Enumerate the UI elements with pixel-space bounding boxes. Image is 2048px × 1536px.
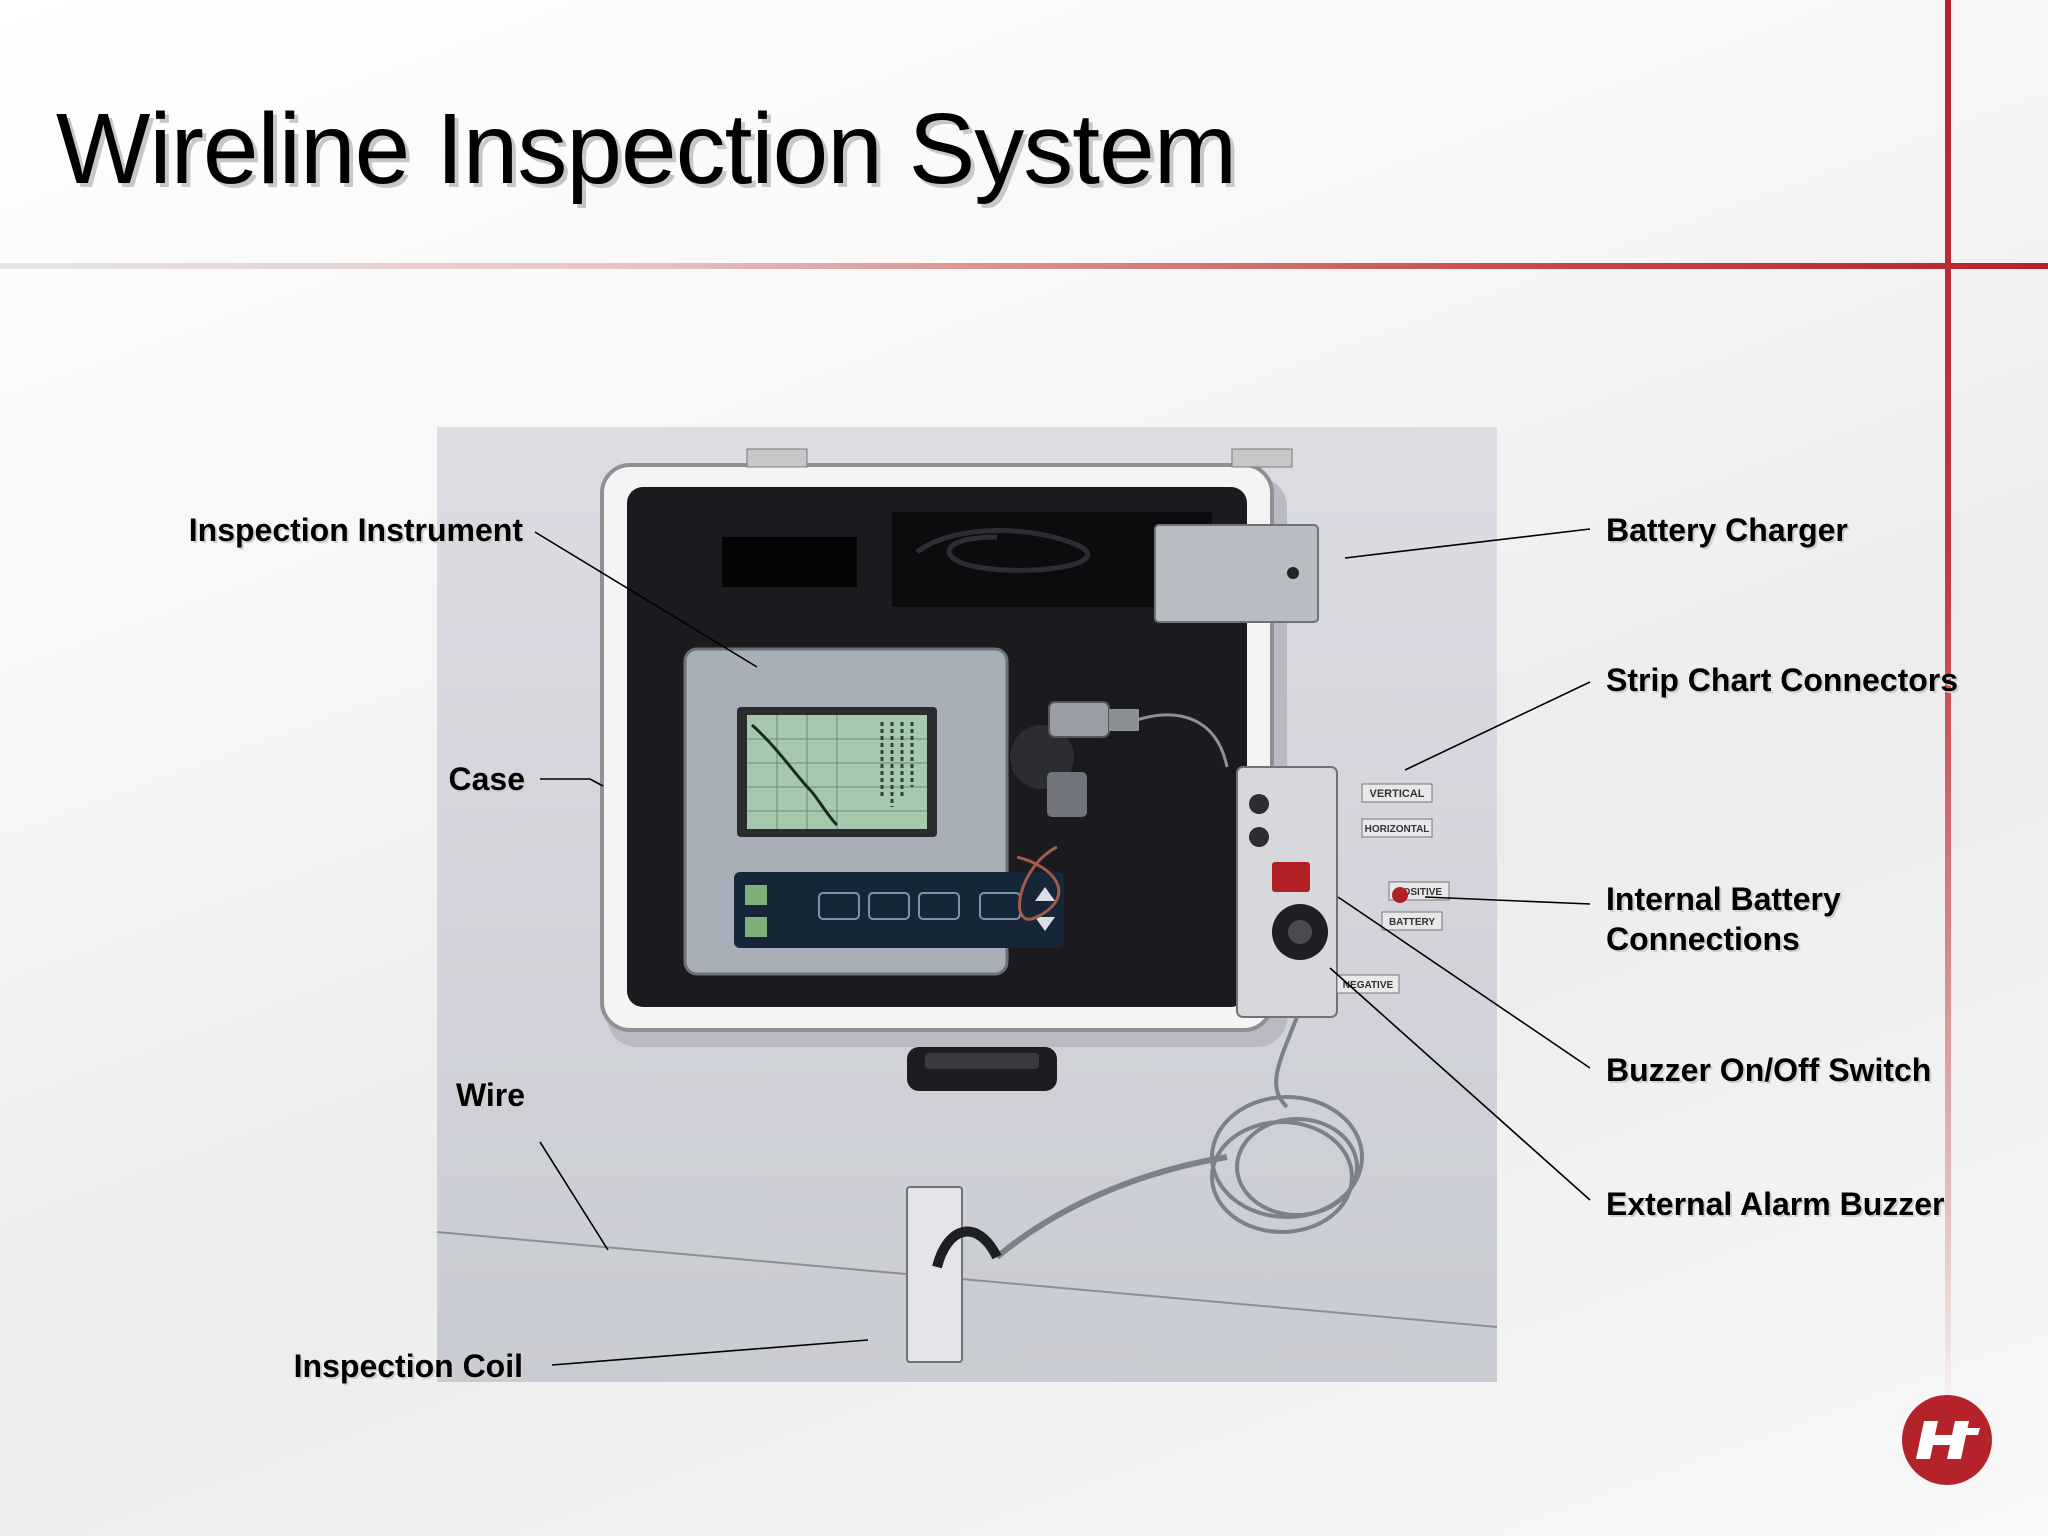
vertical-accent-rule (1945, 0, 1951, 1420)
label-external-alarm-buzzer: External Alarm Buzzer (1606, 1186, 1945, 1222)
inspection-coil-block (906, 1186, 963, 1363)
label-inspection-coil: Inspection Coil (293, 1348, 523, 1384)
product-photo-drawing: VERTICAL HORIZONTAL POSITIVE BATTERY NEG… (437, 448, 1497, 1363)
label-internal-battery-line1: Internal Battery (1606, 881, 1841, 917)
label-battery: BATTERY (1389, 917, 1435, 928)
label-wire: Wire (455, 1077, 525, 1113)
label-internal-battery-line2: Connections (1606, 921, 1800, 957)
label-vertical: VERTICAL (1370, 788, 1425, 800)
slide-title: Wireline Inspection System (56, 93, 1237, 205)
label-strip-chart-connectors: Strip Chart Connectors (1606, 662, 1959, 698)
label-buzzer-switch: Buzzer On/Off Switch (1606, 1052, 1932, 1088)
label-positive: POSITIVE (1396, 887, 1442, 898)
company-logo-icon (1902, 1395, 1992, 1485)
horizontal-accent-rule (0, 263, 2048, 269)
label-battery-charger: Battery Charger (1606, 512, 1848, 548)
product-photo: VERTICAL HORIZONTAL POSITIVE BATTERY NEG… (437, 427, 1497, 1382)
battery-charger (1154, 524, 1319, 623)
label-inspection-instrument: Inspection Instrument (188, 512, 523, 548)
label-horizontal: HORIZONTAL (1365, 824, 1430, 835)
label-case: Case (448, 761, 526, 797)
label-negative: NEGATIVE (1343, 980, 1394, 991)
